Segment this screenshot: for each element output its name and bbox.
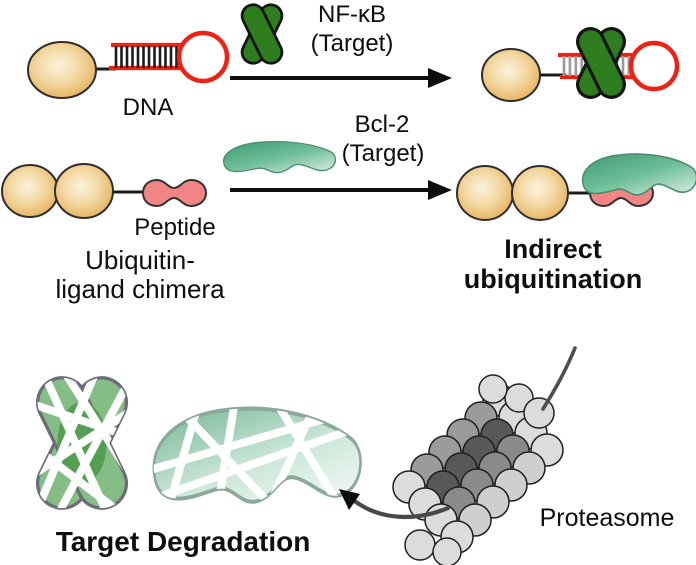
ubiquitin-sphere-1: [1, 164, 59, 218]
peptide-shape: [141, 178, 208, 208]
degraded-nfkb: [29, 369, 135, 517]
dna-hairpin-loop: [628, 40, 680, 92]
dna-chimera: [27, 30, 230, 99]
substrate-strand-upper: [541, 346, 577, 411]
peptide-bcl2-complex: [456, 153, 696, 221]
ubiquitin-sphere-2: [54, 163, 114, 219]
chimera-label-line2: ligand chimera: [55, 274, 225, 305]
dna-rungs: [114, 46, 178, 68]
chimera-label-line1: Ubiquitin-: [85, 245, 195, 275]
reaction-arrow-2: [230, 180, 452, 200]
dna-hairpin-loop: [176, 30, 230, 84]
ubiquitin-sphere: [481, 48, 541, 102]
peptide-label: Peptide: [134, 214, 216, 241]
indirect-label-line2: ubiquitination: [463, 264, 643, 295]
bcl2-target-name: Bcl-2: [354, 111, 410, 138]
degradation-arrow: [339, 489, 451, 519]
target-degradation-label: Target Degradation: [55, 526, 311, 557]
indirect-ubiquitination-label: Indirect ubiquitination: [464, 234, 642, 294]
nfkb-target-name: NF-κB: [318, 1, 386, 28]
ubiquitin-sphere-2: [511, 165, 569, 221]
proteasome-label: Proteasome: [539, 504, 675, 532]
nfkb-target-qualifier: (Target): [310, 30, 394, 57]
reaction-arrow-1: [230, 68, 452, 88]
ubiquitin-sphere-1: [456, 165, 514, 221]
dna-label: DNA: [122, 94, 174, 121]
dna-nfkb-complex: [481, 22, 680, 104]
chimera-label: Ubiquitin- ligand chimera: [55, 245, 225, 305]
ubiquitin-sphere: [27, 41, 97, 99]
proteasome-barrel: [392, 374, 564, 565]
bcl2-target-qualifier: (Target): [341, 140, 425, 167]
bcl2-protein-icon: [222, 140, 337, 174]
indirect-label-line1: Indirect: [504, 234, 602, 264]
bcl2-protein-bound-icon: [581, 153, 696, 196]
nfkb-protein-icon: [236, 0, 288, 69]
degraded-bcl2: [151, 406, 363, 504]
peptide-chimera: [1, 163, 208, 219]
